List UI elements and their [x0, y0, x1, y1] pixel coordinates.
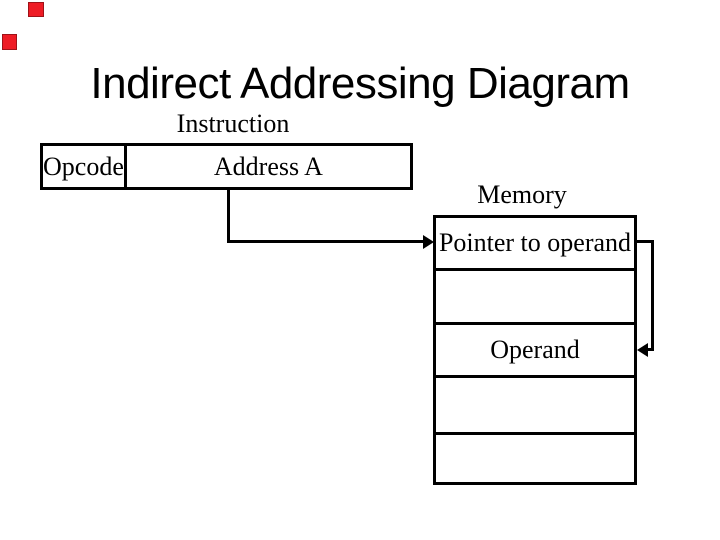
slide-title: Indirect Addressing Diagram: [90, 59, 630, 108]
arrowhead-into-operand-row-icon: [637, 343, 648, 357]
pointer-to-operand-loop-bottom-line: [645, 348, 654, 351]
red-square-decoration-left: [2, 34, 17, 50]
pointer-to-operand-loop-vertical-line: [651, 240, 654, 351]
instruction-label: Instruction: [176, 109, 290, 138]
memory-row-operand: Operand: [436, 325, 634, 378]
pointer-to-operand-loop-top-line: [636, 240, 654, 243]
memory-row-empty-2: [436, 378, 634, 435]
memory-row-pointer-to-operand: Pointer to operand: [436, 218, 634, 271]
instruction-box: Opcode Address A: [40, 143, 413, 190]
memory-label: Memory: [477, 180, 567, 209]
memory-table: Pointer to operand Operand: [433, 215, 637, 485]
memory-row-empty-3: [436, 435, 634, 482]
memory-row-empty-1: [436, 271, 634, 325]
address-to-pointer-arrow-vertical-line: [227, 190, 230, 243]
arrowhead-into-pointer-row-icon: [423, 235, 434, 249]
red-square-decoration-top: [28, 2, 44, 17]
address-to-pointer-arrow-horizontal-line: [227, 240, 424, 243]
address-a-cell: Address A: [213, 151, 323, 181]
opcode-cell: Opcode: [43, 146, 127, 187]
